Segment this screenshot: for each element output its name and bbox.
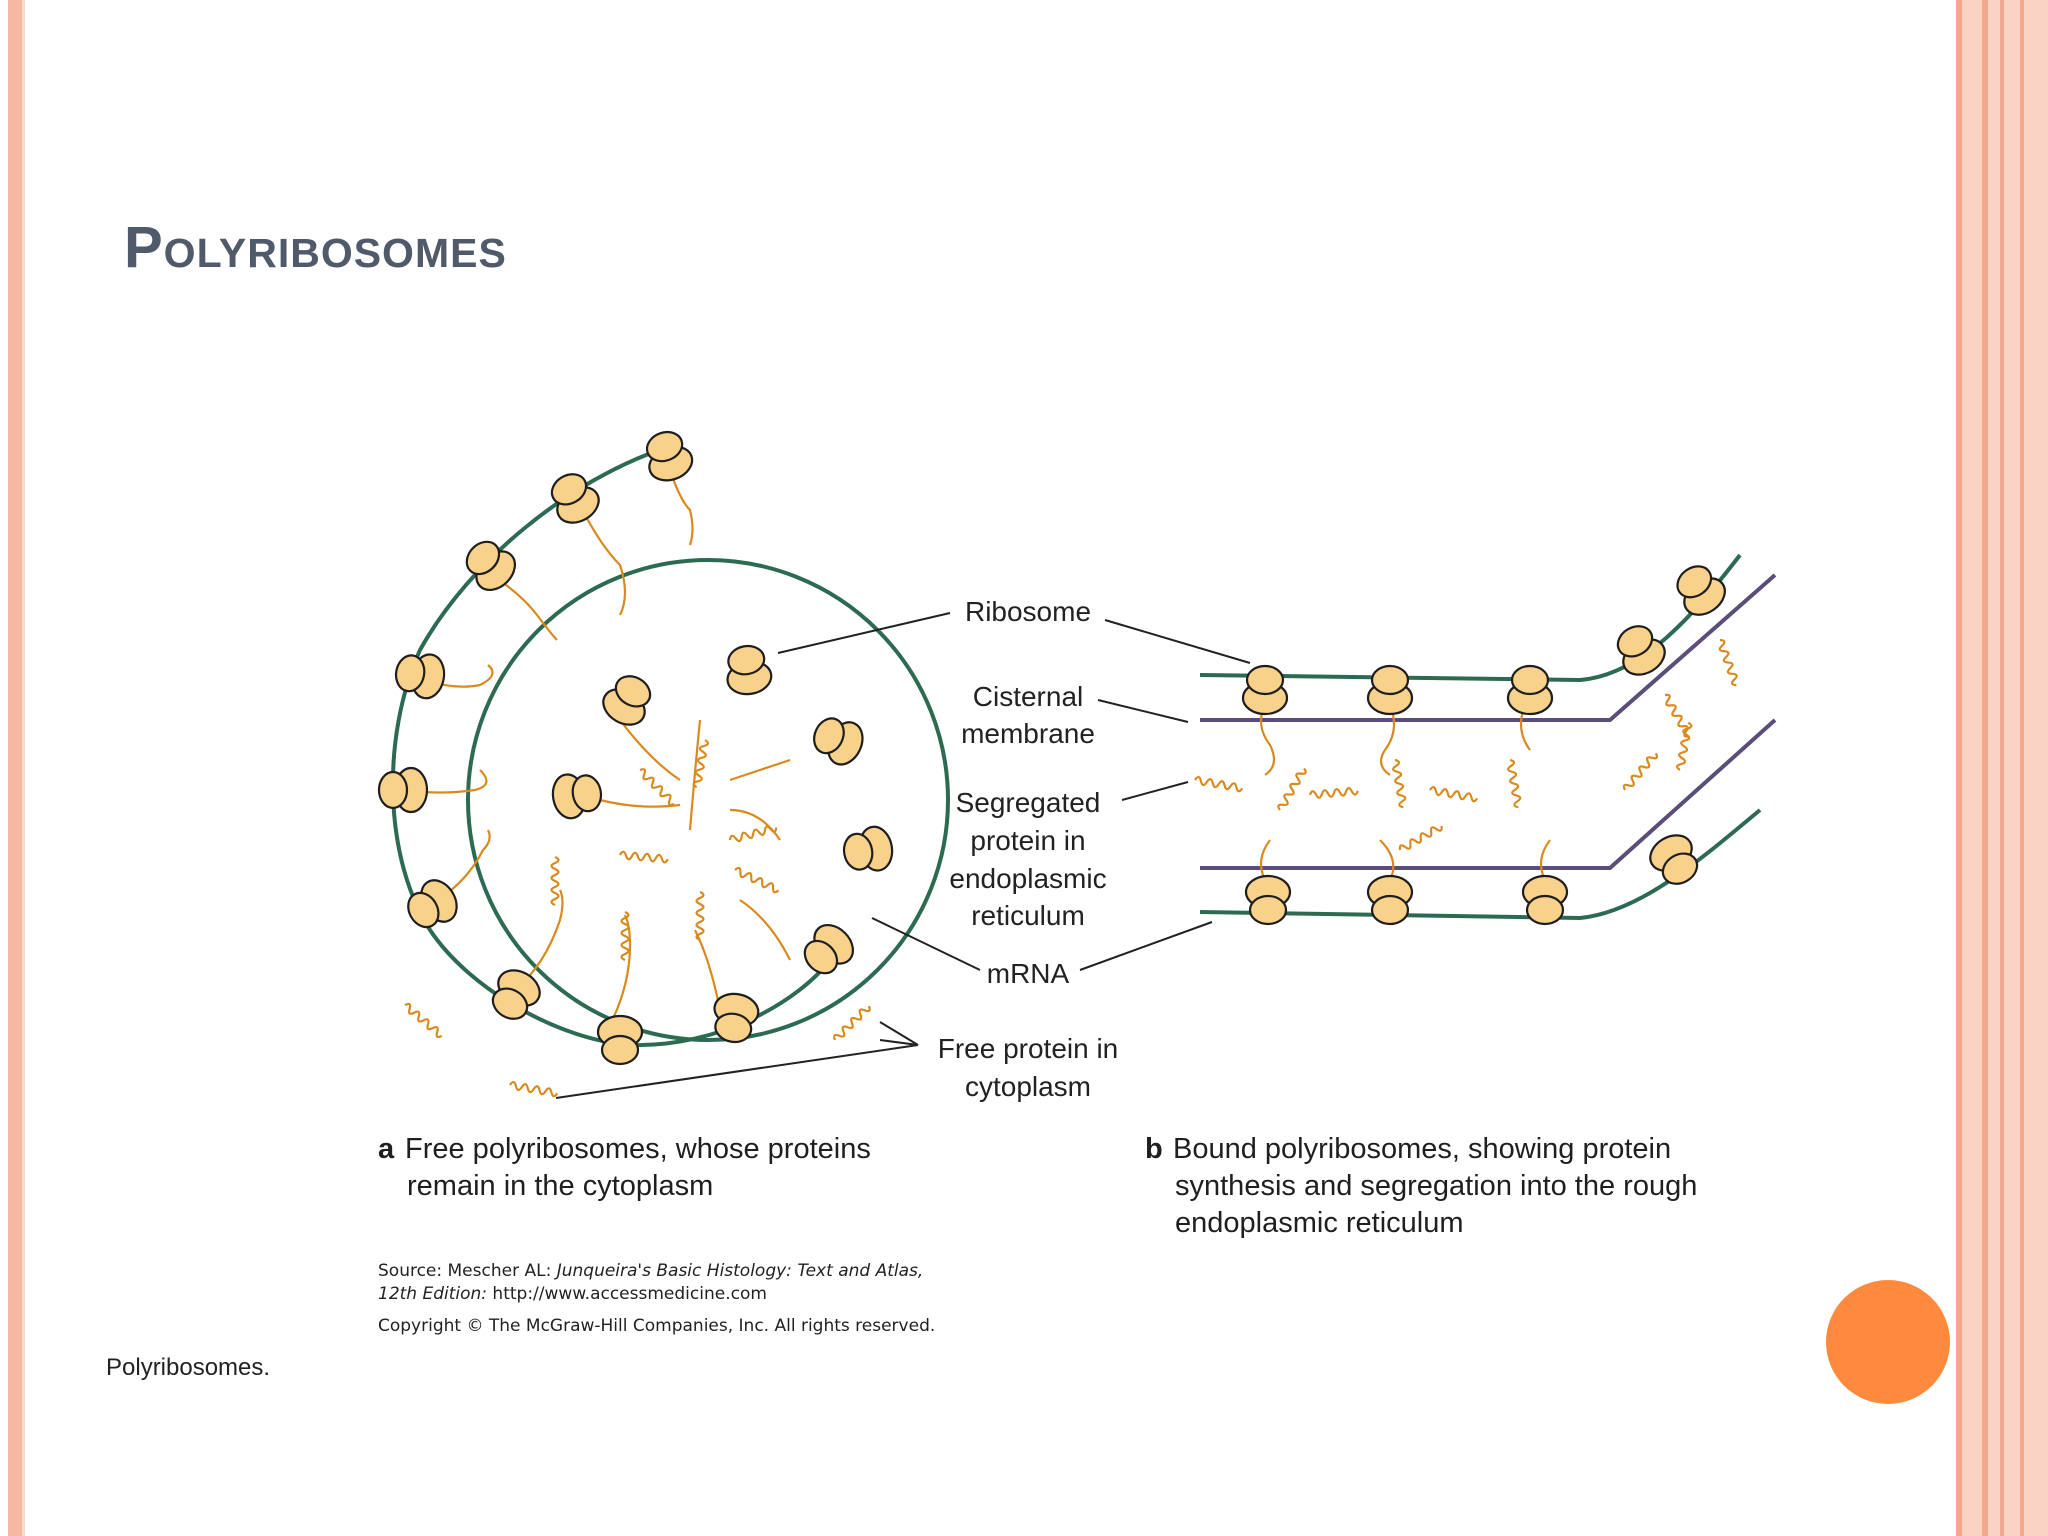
accent-circle xyxy=(1826,1280,1950,1404)
right-frame-stripe xyxy=(2020,0,2024,1536)
label-free-protein: Free protein in xyxy=(938,1033,1119,1064)
figure-label: Polyribosomes. xyxy=(106,1354,270,1381)
caption-a-letter: a xyxy=(378,1133,395,1165)
caption-b-line3: endoplasmic reticulum xyxy=(1175,1207,1464,1239)
mrna-circle xyxy=(466,558,950,1042)
source-copyright: Copyright © The McGraw-Hill Companies, I… xyxy=(378,1316,935,1336)
slide-title: Polyribosomes xyxy=(124,215,507,280)
right-frame-stripe xyxy=(1956,0,1962,1536)
left-frame-inner-border xyxy=(22,0,25,1536)
right-frame-stripe xyxy=(2000,0,2004,1536)
ribosomes-free xyxy=(377,424,897,1066)
caption-a-line2: remain in the cytoplasm xyxy=(407,1170,713,1202)
label-reticulum: reticulum xyxy=(971,900,1085,931)
right-frame-stripe xyxy=(1988,0,2048,1536)
label-segregated: Segregated xyxy=(956,787,1101,818)
caption-a-line1: Free polyribosomes, whose proteins xyxy=(405,1133,871,1165)
caption-b-line1: Bound polyribosomes, showing protein xyxy=(1173,1133,1671,1165)
source-line1: Source: Mescher AL: Junqueira's Basic Hi… xyxy=(378,1261,923,1281)
right-frame-stripe xyxy=(1962,0,1982,1536)
label-cytoplasm: cytoplasm xyxy=(965,1071,1091,1102)
label-mrna: mRNA xyxy=(987,958,1070,989)
label-endoplasmic: endoplasmic xyxy=(949,863,1106,894)
caption-b-line2: synthesis and segregation into the rough xyxy=(1175,1170,1697,1202)
caption-b-letter: b xyxy=(1145,1133,1163,1165)
right-frame-stripe xyxy=(1982,0,1988,1536)
label-cisternal: Cisternal xyxy=(973,681,1083,712)
source-line2: 12th Edition: http://www.accessmedicine.… xyxy=(378,1284,767,1304)
left-frame-border xyxy=(8,0,22,1536)
label-protein-in: protein in xyxy=(970,825,1085,856)
label-ribosome: Ribosome xyxy=(965,596,1091,627)
mrna-strand xyxy=(390,446,832,1048)
label-membrane: membrane xyxy=(961,718,1095,749)
